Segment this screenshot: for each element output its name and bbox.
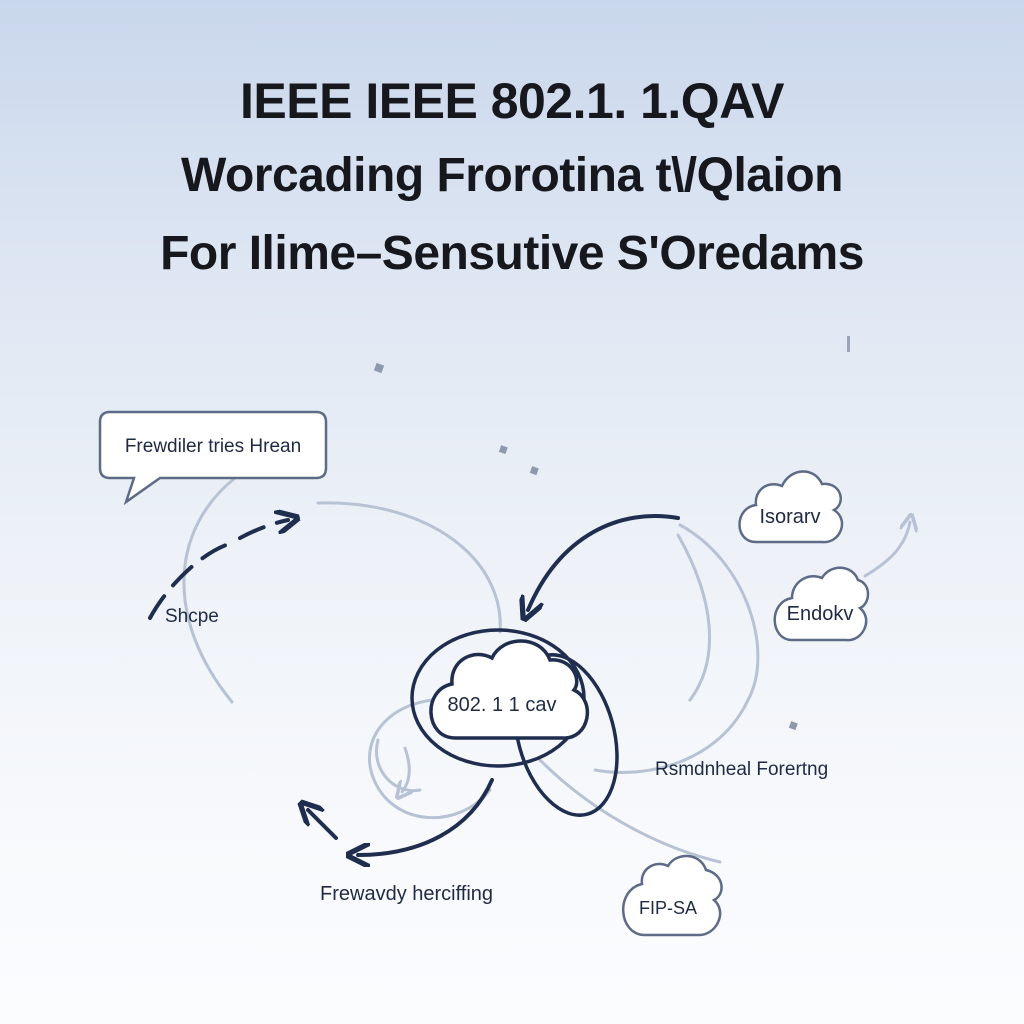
- cloud-center: 802. 1 1 cav: [429, 639, 590, 740]
- speech-bubble-text: Frewdiler tries Hrean: [125, 436, 301, 457]
- cloud-top-right-label: Isorarv: [759, 506, 820, 528]
- dashed-arrow-left: [148, 520, 288, 620]
- cloud-mid-right: Endokv: [773, 566, 870, 642]
- label-left: Shcpe: [165, 606, 219, 627]
- speech-bubble: Frewdiler tries Hrean: [98, 410, 328, 506]
- curved-arrow-bottom: [358, 778, 494, 855]
- title-line-1: IEEE IEEE 802.1. 1.QAV: [240, 73, 784, 129]
- cloud-top-right: Isorarv: [738, 470, 844, 544]
- label-right: Rsmdnheal Forertng: [655, 759, 828, 780]
- cloud-bottom-right-label: FIP-SA: [639, 898, 697, 918]
- label-bottom: Frewavdy herciffing: [320, 883, 493, 905]
- cloud-mid-right-label: Endokv: [787, 603, 854, 625]
- short-arrow-bottom-left: [308, 810, 338, 840]
- decorative-dots: [373, 336, 850, 731]
- title-line-3: For Ilime–Sensutive S'Oredams: [160, 227, 864, 280]
- dark-flow-arrows: [148, 514, 680, 855]
- cloud-center-label: 802. 1 1 cav: [448, 694, 557, 716]
- curved-arrow-top: [528, 514, 680, 610]
- cloud-bottom-right: FIP-SA: [622, 854, 723, 937]
- title-line-2: Worcading Frorotina t\/Qlaion: [181, 149, 843, 202]
